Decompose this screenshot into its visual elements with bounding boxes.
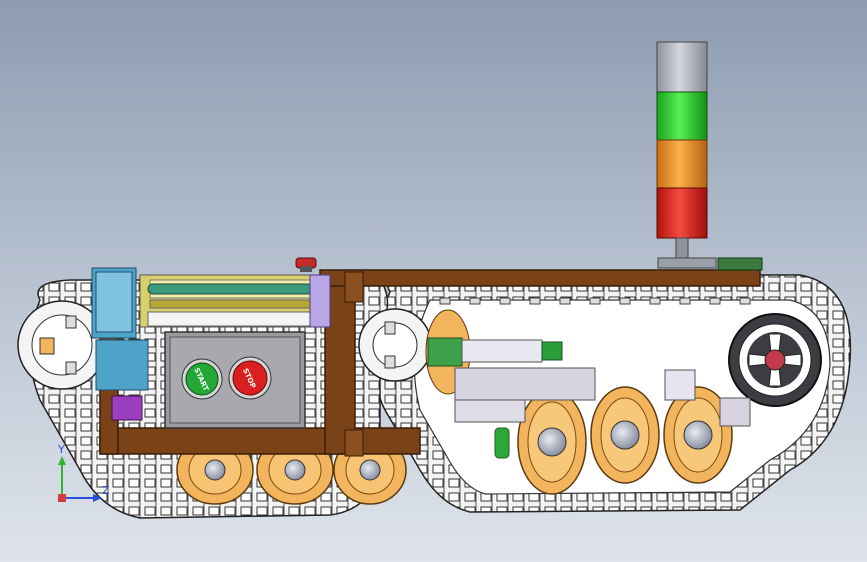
triad-z-label: Z: [102, 484, 110, 497]
rear-road-wheels: [494, 386, 733, 495]
track-top-teeth: [439, 297, 751, 305]
drive-sprocket: [728, 313, 822, 407]
signal-tower: [656, 41, 763, 271]
triad-y-label: Y: [57, 443, 65, 456]
start-button[interactable]: START: [181, 358, 223, 400]
top-rail: [139, 274, 331, 328]
stop-button[interactable]: STOP: [228, 356, 272, 400]
linear-module: [91, 267, 149, 421]
emergency-stop-knob[interactable]: [295, 257, 317, 272]
middle-idler: [358, 308, 432, 382]
inner-drive-mechanism: [425, 309, 751, 427]
front-idler-wheel: [17, 300, 107, 390]
coordinate-triad-icon: Y Z: [57, 443, 110, 502]
